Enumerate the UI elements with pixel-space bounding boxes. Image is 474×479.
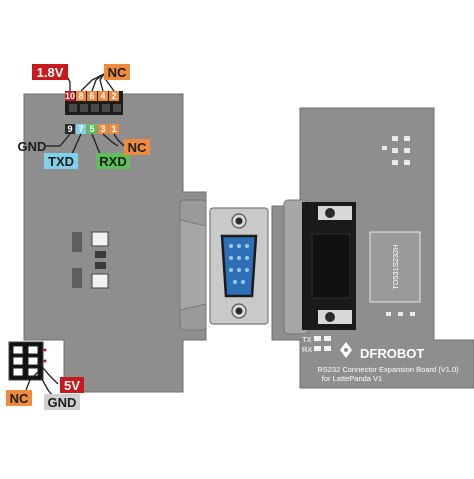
label-nc-bottom: NC bbox=[6, 390, 32, 406]
pin-8-chip bbox=[76, 91, 86, 101]
pin-9-label: 9 bbox=[67, 124, 72, 134]
left-board bbox=[23, 93, 207, 393]
label-nc-top: NC bbox=[104, 64, 130, 80]
pin-4-chip bbox=[98, 91, 108, 101]
pin-5-chip bbox=[87, 124, 97, 134]
pin-1-chip bbox=[109, 124, 119, 134]
pin-6-chip bbox=[87, 91, 97, 101]
board-title-line2: for LattePanda V1 bbox=[322, 374, 382, 383]
rx-led: RX bbox=[302, 345, 331, 354]
pin-4-label: 4 bbox=[100, 91, 105, 101]
left-board-components bbox=[72, 231, 109, 289]
svg-text:TD531S232H: TD531S232H bbox=[391, 244, 400, 289]
top-row-pin-labels: 10 8 6 4 2 bbox=[65, 91, 119, 101]
db9-connector bbox=[209, 207, 269, 325]
pin-8-label: 8 bbox=[78, 91, 83, 101]
board-title-line1: RS232 Connector Expansion Board (V1.0) bbox=[317, 365, 459, 374]
usb-serial-chip: TD531S232H bbox=[369, 231, 421, 303]
pin-6-label: 6 bbox=[89, 91, 94, 101]
svg-text:NC: NC bbox=[128, 140, 147, 155]
label-txd: TXD bbox=[44, 153, 78, 169]
pin-3-label: 3 bbox=[100, 124, 105, 134]
pin-5-label: 5 bbox=[89, 124, 94, 134]
svg-text:NC: NC bbox=[10, 391, 29, 406]
dfrobot-logo: DFROBOT bbox=[340, 342, 424, 361]
pin-3-chip bbox=[98, 124, 108, 134]
svg-text:GND: GND bbox=[18, 139, 47, 154]
bottom-pin-header bbox=[8, 341, 47, 381]
right-board-components bbox=[382, 136, 415, 316]
pin-10-chip bbox=[65, 91, 75, 101]
svg-text:NC: NC bbox=[108, 65, 127, 80]
svg-text:TX: TX bbox=[302, 335, 312, 344]
label-gnd-top: GND bbox=[18, 139, 47, 154]
svg-text:RXD: RXD bbox=[99, 154, 126, 169]
left-db9-outline bbox=[179, 199, 207, 331]
svg-text:TXD: TXD bbox=[48, 154, 74, 169]
pin-2-chip bbox=[109, 91, 119, 101]
dfrobot-wordmark: DFROBOT bbox=[360, 346, 424, 361]
bottom-row-pin-labels: 9 7 5 3 1 bbox=[65, 124, 119, 134]
svg-text:5V: 5V bbox=[64, 378, 80, 393]
pin-7-chip bbox=[76, 124, 86, 134]
label-rxd: RXD bbox=[96, 153, 130, 169]
svg-text:1.8V: 1.8V bbox=[37, 65, 64, 80]
label-gnd-bottom: GND bbox=[44, 394, 80, 410]
label-5v: 5V bbox=[60, 377, 84, 393]
pin-7-label: 7 bbox=[78, 124, 83, 134]
tx-led: TX bbox=[302, 335, 331, 344]
pin-1-label: 1 bbox=[111, 124, 116, 134]
pin-2-label: 2 bbox=[111, 91, 116, 101]
svg-text:RX: RX bbox=[302, 345, 312, 354]
label-1-8v: 1.8V bbox=[32, 64, 68, 80]
right-db9-connector bbox=[283, 199, 356, 335]
label-nc-right: NC bbox=[124, 139, 150, 155]
svg-text:GND: GND bbox=[48, 395, 77, 410]
pin-9-chip bbox=[65, 124, 75, 134]
pin-10-label: 10 bbox=[65, 91, 75, 101]
